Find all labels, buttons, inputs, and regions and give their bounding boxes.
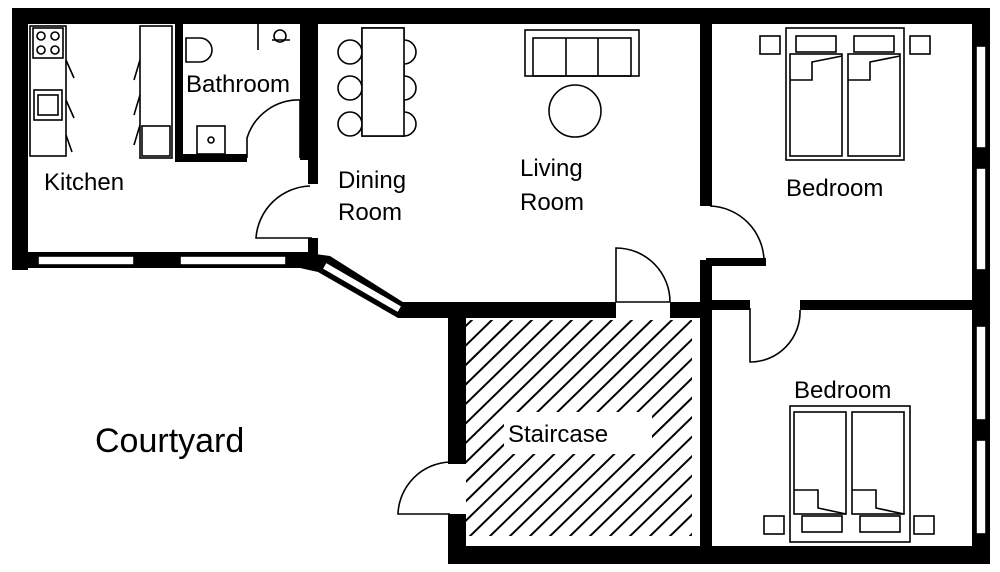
label-kitchen: Kitchen [44, 169, 124, 196]
wall-bedroom-divider-right [800, 300, 982, 310]
cabinet-doors [65, 59, 75, 153]
toilet-icon [185, 37, 213, 63]
hatch-line [608, 454, 692, 536]
living-room-furniture [524, 29, 640, 138]
wall-stair-left-top [448, 310, 466, 464]
window-bedroom-bottom-1 [975, 325, 987, 421]
hatch-line [466, 320, 594, 445]
hatch-line [466, 320, 554, 406]
wall-bedroom-divider-left [706, 300, 750, 310]
label-dining-2: Room [338, 199, 402, 226]
hatch-line [466, 320, 534, 386]
label-bedroom-top: Bedroom [786, 175, 883, 202]
label-courtyard: Courtyard [95, 422, 244, 460]
windows [37, 45, 987, 535]
room-labels: Kitchen Bathroom Dining Room Living Room… [44, 71, 891, 460]
window-kitchen-2 [179, 255, 287, 266]
doors [246, 99, 801, 515]
hatch-line [466, 320, 574, 425]
coffee-table-icon [548, 84, 602, 138]
wall-dining-west-top [308, 20, 318, 184]
window-kitchen-1 [37, 255, 135, 266]
bedroom-bottom-furniture [763, 405, 935, 543]
dining-table [337, 27, 417, 137]
wall-living-bottom-right [670, 302, 710, 318]
bedroom-top-furniture [759, 27, 931, 161]
stove-icon [32, 27, 64, 59]
wall-living-bedroom-top [700, 20, 712, 206]
bathroom-fixtures [185, 24, 290, 155]
kitchen-furniture [29, 25, 173, 159]
wall-bath-right [300, 20, 308, 160]
sofa-icon [524, 29, 640, 77]
door-bathroom [246, 99, 301, 158]
wall-dining-west-bottom [308, 238, 318, 268]
label-bathroom: Bathroom [186, 71, 290, 98]
label-bedroom-bottom: Bedroom [794, 377, 891, 404]
door-bedroom-top [709, 205, 765, 261]
label-dining-1: Dining [338, 167, 406, 194]
hatch-line [466, 320, 474, 328]
fridge-icon [139, 25, 173, 159]
hatch-line [226, 316, 456, 540]
bathroom-sink-icon [196, 125, 226, 155]
window-bedroom-bottom-2 [975, 439, 987, 535]
chair-icon [337, 39, 363, 65]
wall-living-bottom-left [398, 302, 616, 318]
wall-living-bedroom-bottom [700, 260, 712, 560]
nightstand-icon [759, 35, 781, 55]
door-staircase-top [615, 247, 671, 303]
wall-top [12, 8, 990, 24]
wall-bottom [448, 546, 990, 564]
wall-kitchen-bath [175, 20, 183, 162]
door-courtyard [397, 461, 451, 515]
door-dining [255, 185, 312, 239]
nightstand-icon-2 [763, 515, 785, 535]
wall-left [12, 8, 28, 270]
wall-bath-bottom [175, 154, 247, 162]
label-staircase: Staircase [508, 421, 608, 448]
wall-bedroom-door-stub [706, 258, 766, 266]
hatch-line [568, 415, 692, 536]
hatch-line [588, 435, 692, 536]
hatch-line [548, 396, 692, 536]
hatch-line [466, 320, 514, 367]
label-living-2: Room [520, 189, 584, 216]
wall-stair-left-bottom [448, 514, 466, 564]
label-living-1: Living [520, 155, 583, 182]
hatch-line [628, 474, 692, 536]
door-bedroom-bottom [749, 308, 801, 363]
window-angled [320, 260, 404, 315]
hatch-line [466, 320, 614, 464]
hatch-line [648, 493, 692, 536]
window-bedroom-top-1 [975, 45, 987, 149]
staircase-label-bg [504, 412, 652, 454]
window-bedroom-top-2 [975, 167, 987, 271]
